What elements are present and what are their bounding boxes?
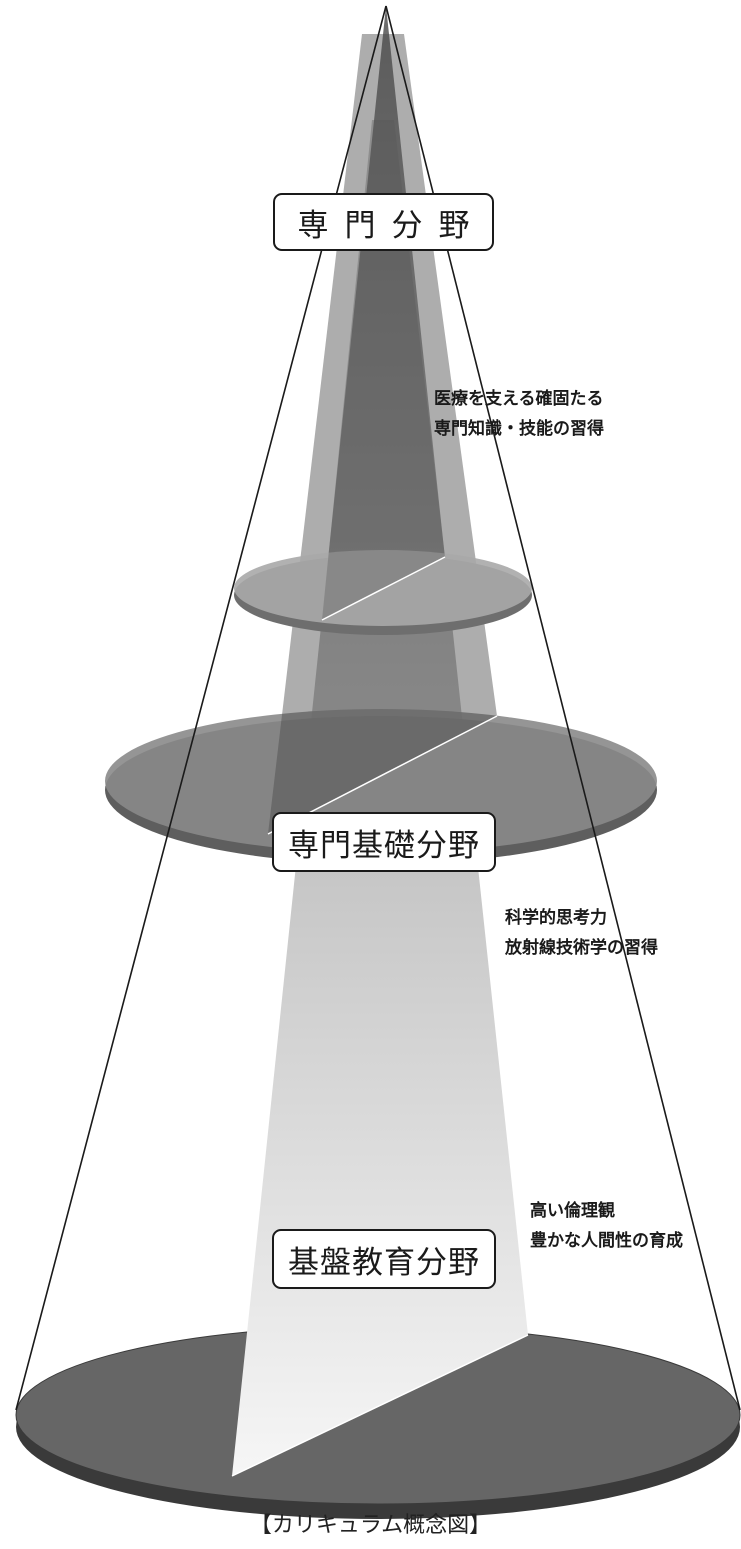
tier-description-foundation: 高い倫理観 豊かな人間性の育成 xyxy=(530,1196,683,1256)
diagram-caption: 【カリキュラム概念図】 xyxy=(249,1513,492,1538)
description-line: 医療を支える確固たる xyxy=(434,389,604,409)
description-line: 高い倫理観 xyxy=(530,1201,615,1221)
tier-label-foundation: 基盤教育分野 xyxy=(272,1229,496,1289)
description-line: 科学的思考力 xyxy=(505,908,607,928)
description-line: 放射線技術学の習得 xyxy=(505,938,658,958)
tier-label-specialized-basic-text: 専門基礎分野 xyxy=(288,827,480,864)
disc-foundation xyxy=(15,1325,741,1519)
tier-description-specialized-basic: 科学的思考力 放射線技術学の習得 xyxy=(505,903,658,963)
tier-label-specialized: 専門分野 xyxy=(273,193,494,251)
disc-specialized-basic xyxy=(105,34,657,864)
tier-description-specialized: 医療を支える確固たる 専門知識・技能の習得 xyxy=(434,384,604,444)
description-line: 専門知識・技能の習得 xyxy=(434,419,604,439)
tier-label-specialized-basic: 専門基礎分野 xyxy=(272,812,496,872)
disc-specialized xyxy=(234,120,532,635)
description-line: 豊かな人間性の育成 xyxy=(530,1231,683,1251)
tier-label-foundation-text: 基盤教育分野 xyxy=(288,1244,480,1281)
beam-edge-bottom xyxy=(231,1334,529,1477)
tier-label-specialized-text: 専門分野 xyxy=(297,207,486,244)
